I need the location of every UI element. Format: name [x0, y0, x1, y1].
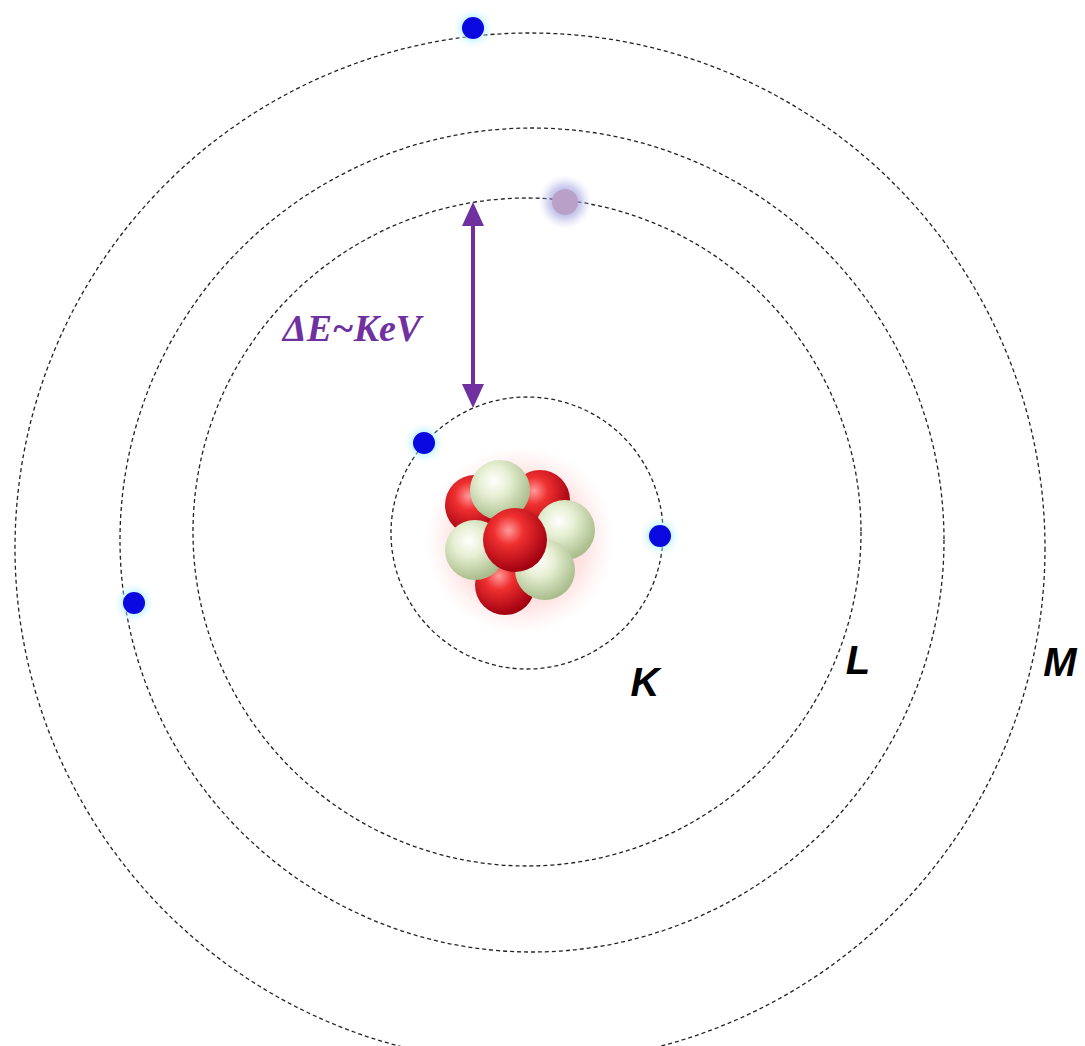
- l-shell: [193, 198, 861, 866]
- energy-gap-label: ΔE~KeV: [283, 306, 421, 350]
- shell-label: K: [631, 660, 660, 705]
- energy-arrow: [462, 202, 484, 408]
- electrons: [114, 8, 680, 623]
- k-shell: [391, 397, 663, 669]
- shell-label: L: [846, 638, 870, 683]
- excited-electron: [538, 175, 592, 229]
- nucleus: [425, 445, 615, 635]
- orbit-shell: [120, 128, 944, 952]
- m-shell: [15, 33, 1045, 1046]
- orbit-shells: [15, 33, 1045, 1046]
- shell-label: M: [1043, 640, 1076, 685]
